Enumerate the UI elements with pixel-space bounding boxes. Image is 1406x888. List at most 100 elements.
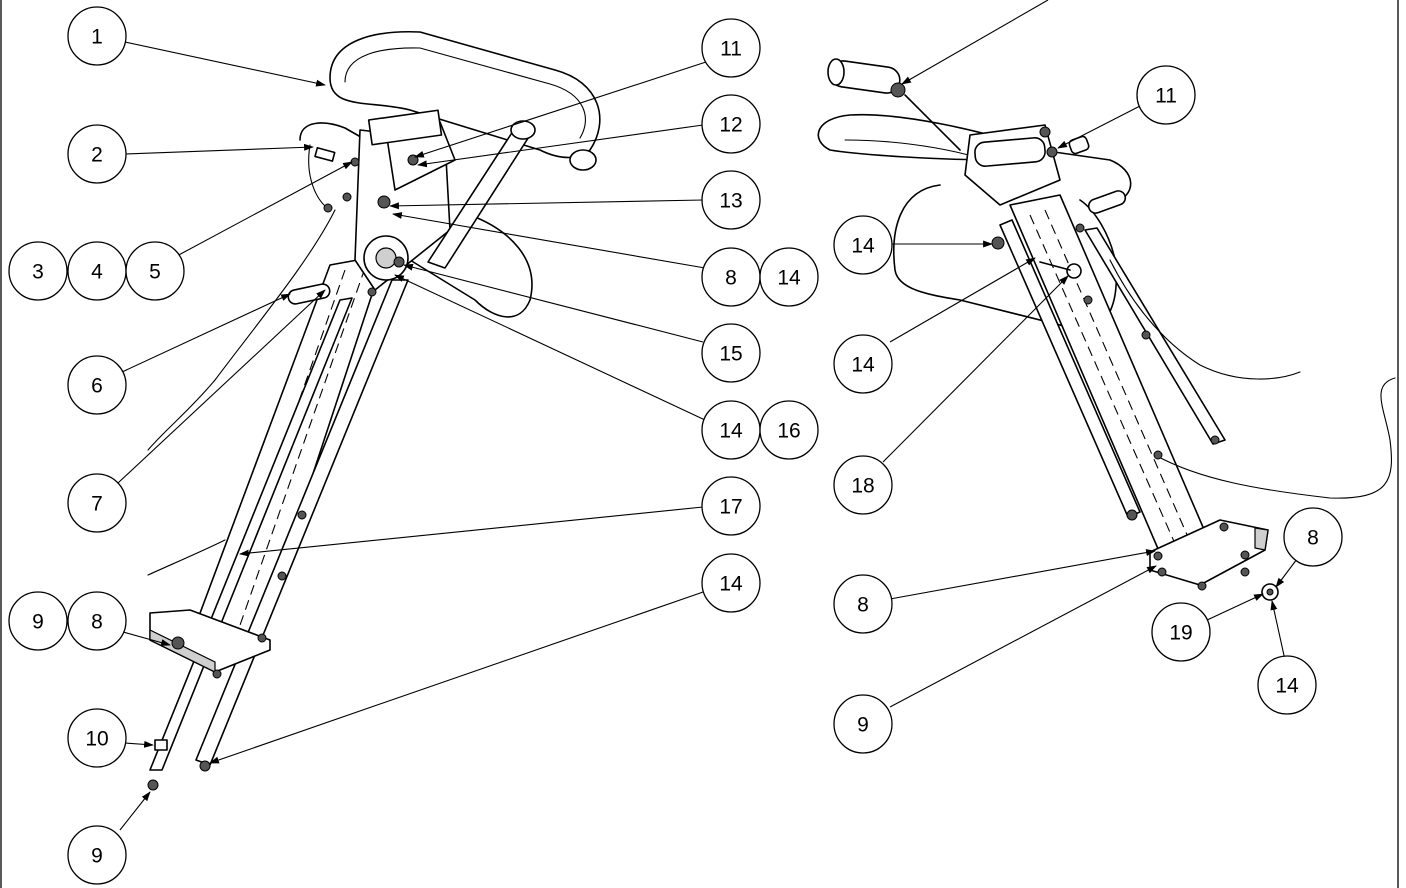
svg-text:1: 1 bbox=[91, 26, 103, 49]
left-main-leg-centerline-2 bbox=[231, 267, 366, 649]
leader-17 bbox=[239, 506, 704, 557]
left-nut-strut-2 bbox=[297, 510, 307, 520]
left-bolt-2 bbox=[212, 669, 222, 679]
left-ratchet-hub bbox=[375, 247, 397, 269]
balloon-9-left: 9 bbox=[8, 591, 68, 651]
svg-text:14: 14 bbox=[777, 267, 801, 290]
leader-8-right bbox=[889, 549, 1156, 600]
right-bracket-bolt-2 bbox=[1046, 146, 1058, 158]
svg-text:9: 9 bbox=[857, 714, 869, 737]
leader-11-left bbox=[414, 61, 707, 158]
right-strut-nut-2 bbox=[1210, 435, 1220, 445]
svg-text:8: 8 bbox=[1307, 527, 1319, 550]
right-upper-handlebar bbox=[817, 113, 1132, 206]
svg-text:17: 17 bbox=[719, 496, 742, 519]
balloon-15: 15 bbox=[701, 323, 761, 383]
leader-15 bbox=[403, 263, 704, 343]
right-long-cable bbox=[1154, 377, 1396, 499]
balloon-11-right: 11 bbox=[1136, 65, 1196, 125]
right-control-cable bbox=[1109, 259, 1301, 380]
svg-text:14: 14 bbox=[719, 420, 743, 443]
balloon-2: 2 bbox=[67, 124, 127, 184]
balloon-callouts: 1 2 3 4 5 6 7 9 8 10 9 11 12 13 8 14 15 … bbox=[8, 6, 1343, 885]
left-lower-loop-handle bbox=[299, 122, 533, 318]
balloon-4: 4 bbox=[67, 241, 127, 301]
right-main-leg-centerline-2 bbox=[1044, 209, 1196, 554]
leader-10 bbox=[124, 740, 154, 748]
left-small-nut-2 bbox=[323, 203, 333, 213]
leader-14-far-right bbox=[1270, 600, 1286, 661]
svg-text:7: 7 bbox=[91, 493, 103, 516]
svg-text:9: 9 bbox=[91, 845, 103, 868]
right-base-nut-2 bbox=[1157, 567, 1167, 577]
svg-text:13: 13 bbox=[719, 190, 742, 213]
svg-text:8: 8 bbox=[857, 594, 869, 617]
left-bolt-1 bbox=[171, 636, 185, 650]
right-base-nut-3 bbox=[1197, 581, 1207, 591]
balloon-9-left-bottom: 9 bbox=[67, 825, 127, 885]
left-small-nut bbox=[342, 192, 352, 202]
right-cable-nut bbox=[1153, 450, 1163, 460]
leader-9-left-bottom bbox=[119, 791, 151, 831]
left-top-loop-handle bbox=[329, 30, 601, 159]
right-pin-19-core bbox=[1266, 588, 1274, 596]
balloon-8-right: 8 bbox=[833, 574, 893, 634]
balloon-3: 3 bbox=[8, 241, 68, 301]
balloon-7: 7 bbox=[67, 473, 127, 533]
leader-18 bbox=[882, 275, 1069, 463]
leader-1 bbox=[124, 41, 326, 87]
svg-text:15: 15 bbox=[719, 343, 742, 366]
left-control-cable bbox=[147, 209, 336, 451]
leader-2 bbox=[124, 143, 314, 155]
balloon-10: 10 bbox=[67, 708, 127, 768]
right-rear-strut bbox=[999, 219, 1141, 518]
right-base-plate-side bbox=[1254, 527, 1269, 551]
leader-7 bbox=[117, 289, 326, 484]
left-foot-nut-9 bbox=[147, 779, 159, 791]
left-front-strut bbox=[149, 297, 353, 771]
leader-9-right bbox=[889, 565, 1157, 708]
balloon-14-far-right: 14 bbox=[1257, 655, 1317, 715]
svg-text:18: 18 bbox=[851, 475, 874, 498]
right-front-strut bbox=[1084, 227, 1226, 445]
right-base-nut-6 bbox=[1219, 522, 1229, 532]
left-lower-cable bbox=[147, 539, 226, 576]
right-clip-11 bbox=[1068, 135, 1090, 155]
right-bolt-14-a bbox=[991, 236, 1005, 250]
svg-text:4: 4 bbox=[91, 261, 103, 284]
right-bracket-block bbox=[974, 137, 1046, 167]
right-leg-nut-2 bbox=[1083, 295, 1093, 305]
right-base-nut-5 bbox=[1240, 550, 1250, 560]
left-lower-nut bbox=[367, 287, 377, 297]
svg-text:19: 19 bbox=[1169, 622, 1192, 645]
balloon-14-mid: 14 bbox=[759, 247, 819, 307]
balloon-8-mid: 8 bbox=[701, 247, 761, 307]
right-side-nut bbox=[1141, 330, 1151, 340]
balloon-6: 6 bbox=[67, 355, 127, 415]
svg-text:3: 3 bbox=[32, 261, 44, 284]
svg-text:11: 11 bbox=[720, 38, 742, 61]
left-collar-10 bbox=[154, 739, 168, 751]
left-bolt-3 bbox=[257, 633, 267, 643]
leader-6 bbox=[121, 293, 291, 373]
svg-text:14: 14 bbox=[851, 354, 875, 377]
balloon-13: 13 bbox=[701, 170, 761, 230]
leader-8-far-right bbox=[1275, 558, 1298, 588]
left-assembly-view bbox=[147, 30, 601, 791]
right-bolt-18-shank bbox=[1039, 261, 1071, 271]
balloon-19: 19 bbox=[1151, 602, 1211, 662]
svg-text:6: 6 bbox=[91, 375, 103, 398]
right-short-handle bbox=[1087, 190, 1127, 214]
right-base-nut-4 bbox=[1240, 567, 1250, 577]
svg-text:8: 8 bbox=[91, 611, 103, 634]
leader-11-right bbox=[1057, 105, 1141, 149]
balloon-17: 17 bbox=[701, 476, 761, 536]
right-assembly-view bbox=[817, 58, 1396, 601]
balloon-16: 16 bbox=[759, 400, 819, 460]
left-bracket-block bbox=[367, 109, 443, 146]
left-clip-2 bbox=[314, 147, 336, 162]
right-bolt-18 bbox=[1066, 263, 1082, 279]
right-strut-nut bbox=[1126, 509, 1138, 521]
leader-top-right bbox=[901, 0, 1049, 85]
